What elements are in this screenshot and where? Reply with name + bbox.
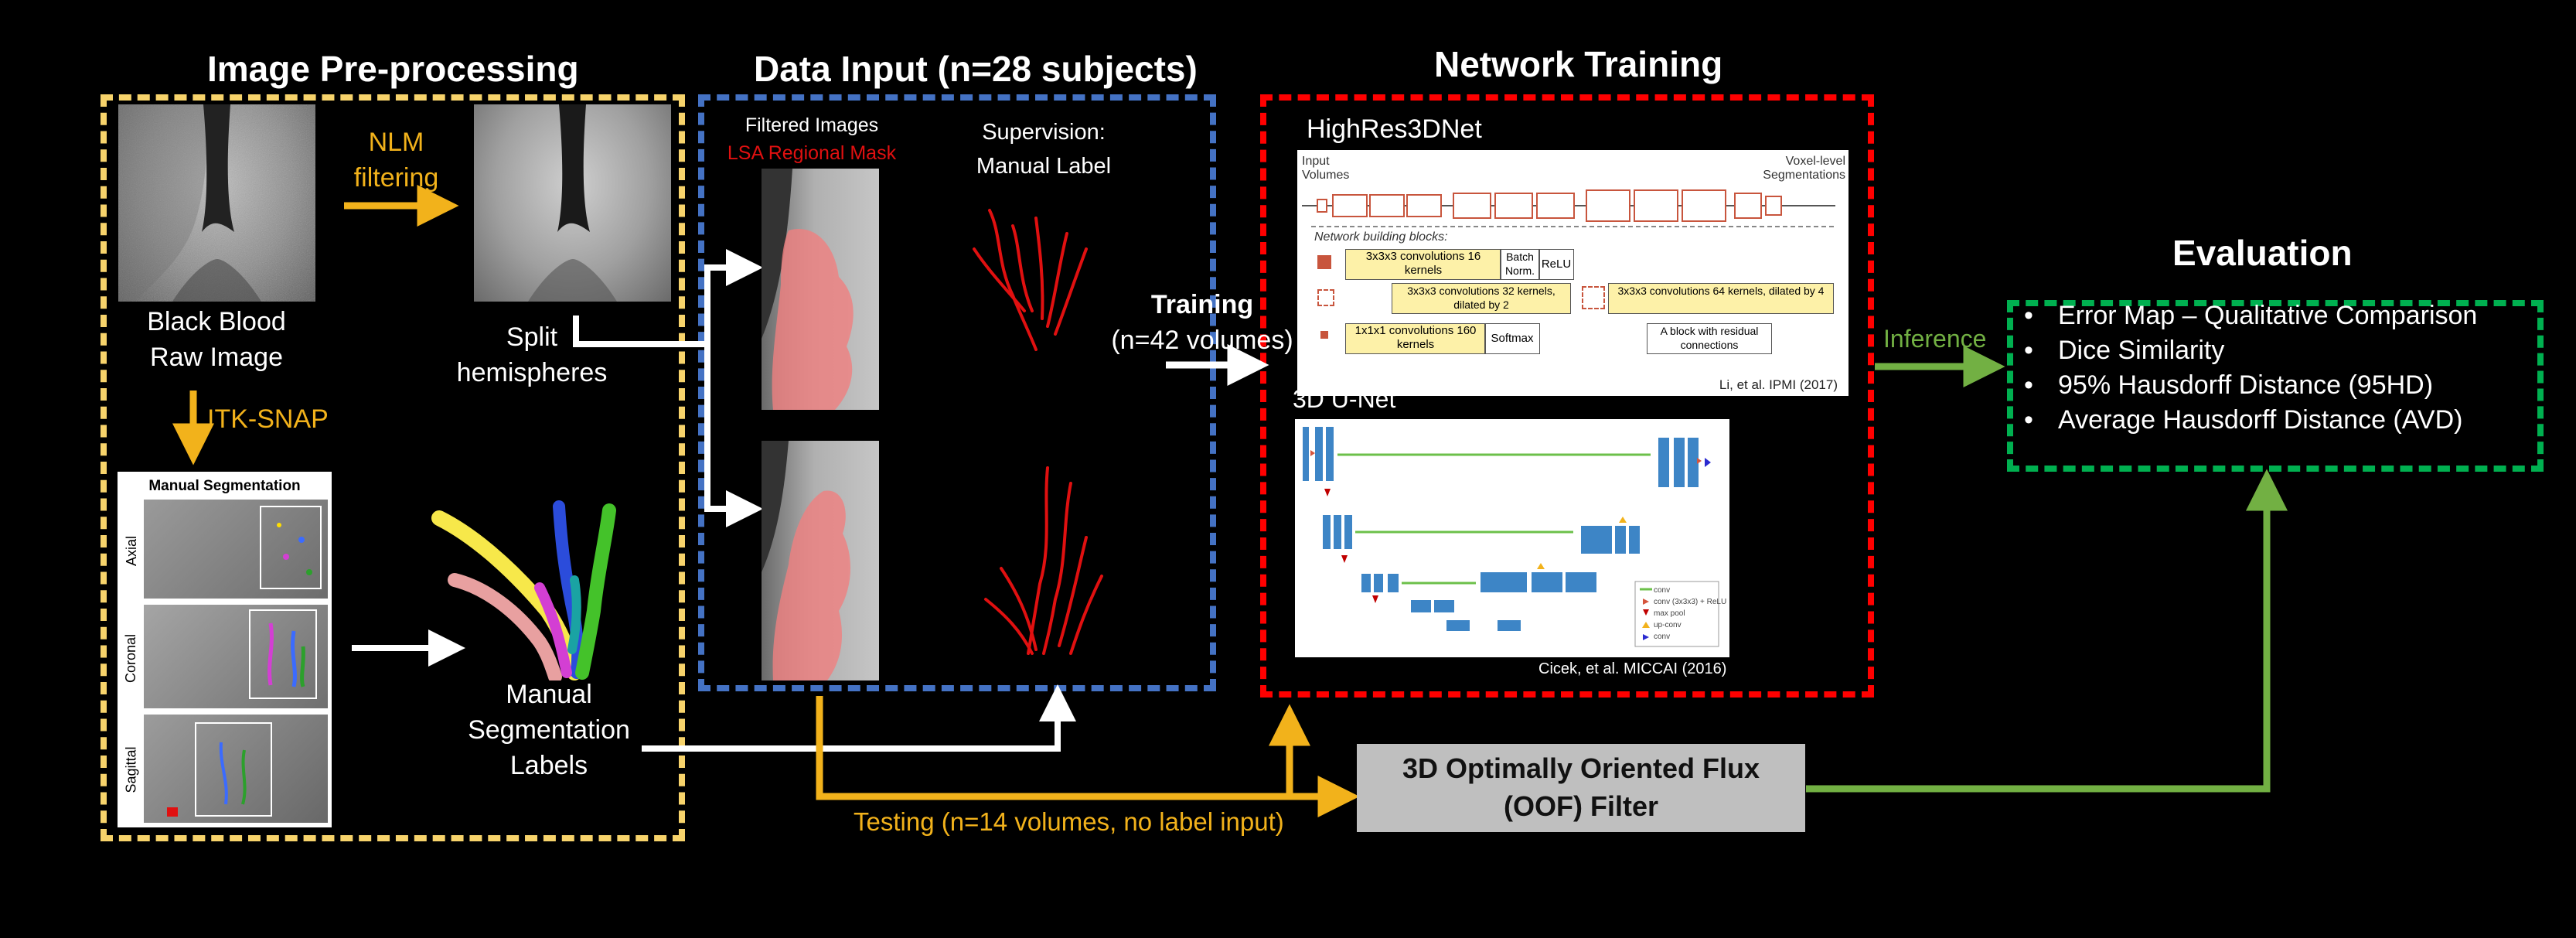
regional-mask-label: LSA Regional Mask xyxy=(727,142,897,165)
view-label-sagittal: Sagittal xyxy=(123,745,139,793)
split-branch-bottom xyxy=(704,344,763,527)
supervision-label-bottom xyxy=(984,466,1103,655)
itksnap-label: ITK-SNAP xyxy=(207,404,329,434)
evaluation-list: Error Map – Qualitative Comparison Dice … xyxy=(2024,298,2477,438)
filtered-mri-pattern xyxy=(528,104,617,302)
raw-image-label-line2: Raw Image xyxy=(150,342,283,372)
supervision-label-top xyxy=(973,209,1088,351)
unet-citation: Cicek, et al. MICCAI (2016) xyxy=(1538,660,1727,677)
manual-labels-line2: Segmentation xyxy=(468,715,630,745)
manual-labels-line3: Labels xyxy=(509,750,588,780)
preprocessing-box xyxy=(101,94,685,841)
building-blocks-label: Network building blocks: xyxy=(1314,230,1448,244)
testing-label: Testing (n=14 volumes, no label input) xyxy=(854,807,1284,836)
unet-legend-item: max pool xyxy=(1654,609,1685,618)
block-relu: ReLU xyxy=(1538,249,1574,280)
raw-image-label-line1: Black Blood xyxy=(147,307,286,336)
data-input-title: Data Input (n=28 subjects) xyxy=(754,49,1198,89)
view-label-coronal: Coronal xyxy=(123,633,139,683)
highres-input-label: Input Volumes xyxy=(1302,155,1350,182)
view-label-axial: Axial xyxy=(123,535,139,566)
block-residual: A block with residual connections xyxy=(1647,323,1772,354)
oof-label-line1: 3D Optimally Oriented Flux xyxy=(1402,752,1760,785)
raw-image-label: Black Blood Raw Image xyxy=(124,305,309,376)
split-label-line1: Split xyxy=(506,322,558,352)
highres3dnet-diagram: Input Volumes Voxel-level Segmentations … xyxy=(1297,150,1849,396)
evaluation-title: Evaluation xyxy=(2172,233,2353,273)
icon-conv32 xyxy=(1317,289,1334,306)
coronal-view: Coronal xyxy=(121,605,328,711)
training-volumes: (n=42 volumes) xyxy=(1111,325,1293,355)
data-input-box xyxy=(698,94,1216,691)
highres-citation: Li, et al. IPMI (2017) xyxy=(1719,377,1838,392)
raw-mri-pattern xyxy=(118,104,315,302)
evaluation-item-dice: Dice Similarity xyxy=(2024,333,2477,368)
unet-legend-item: up-conv xyxy=(1654,621,1682,629)
supervision-label-line1: Supervision: xyxy=(982,120,1106,145)
unet-legend-item: conv xyxy=(1654,633,1671,641)
manual-labels-line1: Manual xyxy=(506,680,592,709)
highres3dnet-title: HighRes3DNet xyxy=(1307,114,1482,144)
nlm-label: NLM filtering xyxy=(348,125,445,196)
raw-mri-image xyxy=(118,104,315,302)
evaluation-item-avd: Average Hausdorff Distance (AVD) xyxy=(2024,403,2477,438)
unet-architecture xyxy=(1303,427,1719,647)
training-label-text: Training xyxy=(1150,290,1254,319)
network-training-title: Network Training xyxy=(1434,44,1723,84)
coronal-vessels xyxy=(267,622,305,687)
oof-label-line2: (OOF) Filter xyxy=(1504,790,1658,822)
oof-to-evaluation-arrow xyxy=(1806,469,2288,793)
mask-overlay-top xyxy=(762,169,854,410)
unet-legend: conv conv (3x3x3) + ReLU max pool up-con… xyxy=(1654,585,1726,643)
training-label: Training (n=42 volumes) xyxy=(1106,288,1299,359)
sagittal-view: Sagittal xyxy=(121,715,328,824)
building-blocks-grid: 3x3x3 convolutions 16 kernels Batch Norm… xyxy=(1314,249,1837,373)
preprocessing-title: Image Pre-processing xyxy=(207,49,579,89)
sagittal-vessels xyxy=(219,742,247,805)
unet-legend-item: conv xyxy=(1654,586,1671,595)
filtered-images-label: Filtered Images xyxy=(745,114,879,136)
axial-view: Axial xyxy=(121,500,328,602)
block-softmax: Softmax xyxy=(1484,323,1540,354)
icon-conv64 xyxy=(1582,286,1605,309)
manual-labels-3d-render xyxy=(431,500,616,680)
nlm-filtered-image xyxy=(474,104,671,302)
split-branch-top xyxy=(704,249,763,344)
block-conv64: 3x3x3 convolutions 64 kernels, dilated b… xyxy=(1608,283,1834,314)
inference-label: Inference xyxy=(1883,325,1987,353)
icon-conv1x1 xyxy=(1320,331,1328,339)
evaluation-item-95hd: 95% Hausdorff Distance (95HD) xyxy=(2024,368,2477,403)
icon-conv16 xyxy=(1317,255,1331,269)
highres-output-label: Voxel-level Segmentations xyxy=(1763,155,1845,182)
unet-diagram: conv conv (3x3x3) + ReLU max pool up-con… xyxy=(1295,419,1729,657)
block-conv16: 3x3x3 convolutions 16 kernels xyxy=(1345,249,1501,280)
highres-pipeline xyxy=(1302,189,1835,222)
manual-seg-panel-title: Manual Segmentation xyxy=(148,478,301,494)
unet-legend-item: conv (3x3x3) + ReLU xyxy=(1654,598,1727,606)
testing-path xyxy=(816,696,1360,817)
unet-title: 3D U-Net xyxy=(1293,385,1396,413)
block-conv1x1: 1x1x1 convolutions 160 kernels xyxy=(1345,323,1486,354)
masked-image-bottom xyxy=(762,441,879,680)
network-training-box xyxy=(1260,94,1874,698)
manual-labels-label: Manual Segmentation Labels xyxy=(452,677,646,784)
nlm-label-line1: NLM xyxy=(368,128,424,157)
split-label: Split hemispheres xyxy=(447,320,617,391)
supervision-header: Supervision: Manual Label xyxy=(951,116,1136,183)
mask-overlay-bottom xyxy=(762,441,851,680)
filtered-images-header: Filtered Images LSA Regional Mask xyxy=(727,111,897,168)
masked-image-top xyxy=(762,169,879,410)
split-connector xyxy=(573,316,707,347)
oof-filter-box: 3D Optimally Oriented Flux (OOF) Filter xyxy=(1357,744,1805,832)
nlm-label-line2: filtering xyxy=(353,162,439,193)
labels-to-supervision-arrow xyxy=(642,684,1076,752)
split-label-line2: hemispheres xyxy=(456,357,608,387)
manual-segmentation-panel: Manual Segmentation Axial Coronal Sagit xyxy=(118,472,332,827)
block-conv32: 3x3x3 convolutions 32 kernels, dilated b… xyxy=(1392,283,1571,314)
supervision-label-line2: Manual Label xyxy=(976,153,1112,179)
evaluation-item-error-map: Error Map – Qualitative Comparison xyxy=(2024,298,2477,333)
block-batchnorm: Batch Norm. xyxy=(1500,249,1540,280)
